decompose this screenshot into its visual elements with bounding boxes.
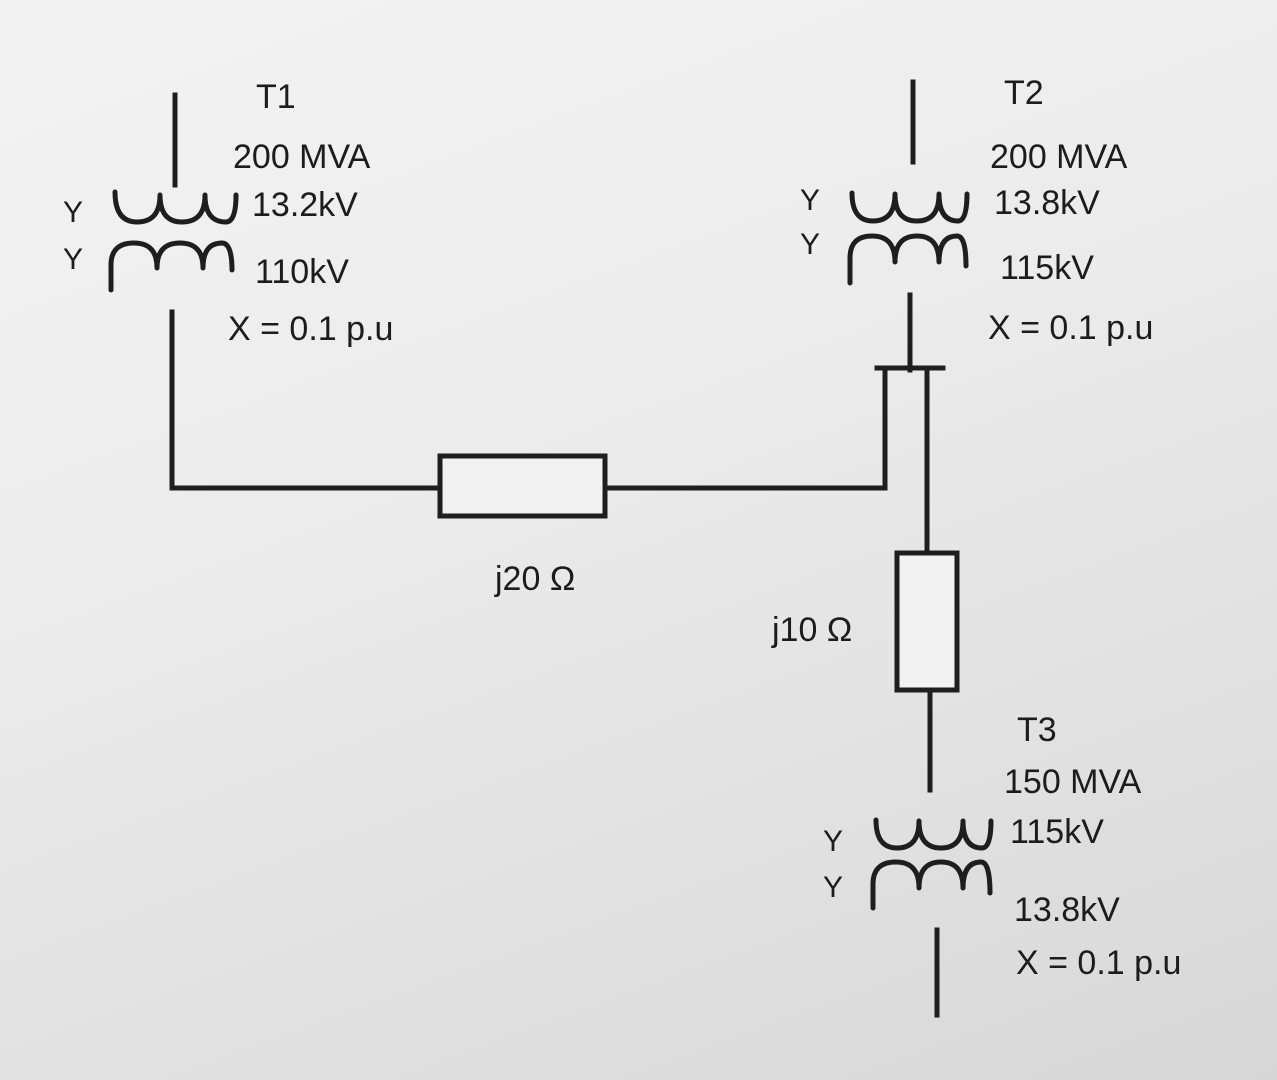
t2-rating: 200 MVA [990,138,1128,176]
t1-rating: 200 MVA [233,138,371,176]
t1-primary-connection: Y [63,196,84,229]
t2-primary-connection: Y [800,184,821,217]
t3-primary-winding-icon [873,817,994,851]
j10-impedance-box [894,550,960,693]
t3-primary-connection: Y [823,825,844,858]
t2-secondary-winding-icon [847,233,969,286]
t1-name: T1 [256,78,296,116]
t3-secondary-winding-icon [870,859,993,911]
t2-name: T2 [1004,74,1044,112]
t2-reactance: X = 0.1 p.u [988,309,1154,347]
j20-impedance-label: j20 Ω [495,560,576,598]
t2-secondary-connection: Y [800,228,821,261]
t3-name: T3 [1017,711,1057,749]
t1-secondary-winding-icon [108,240,235,293]
t2-secondary-voltage: 115kV [1000,249,1094,287]
t2-primary-voltage: 13.8kV [994,184,1100,222]
t1-secondary-connection: Y [63,243,84,276]
t3-primary-voltage: 115kV [1010,813,1104,851]
t3-secondary-voltage: 13.8kV [1014,891,1120,929]
t1-primary-winding-icon [112,189,239,225]
t2-primary-winding-icon [849,190,970,224]
t3-rating: 150 MVA [1004,763,1142,801]
t3-secondary-connection: Y [823,871,844,904]
j20-impedance-box [437,453,608,519]
t3-reactance: X = 0.1 p.u [1016,944,1182,982]
t1-reactance: X = 0.1 p.u [228,310,394,348]
t1-secondary-voltage: 110kV [255,253,349,291]
t1-primary-voltage: 13.2kV [252,186,358,224]
j10-impedance-label: j10 Ω [772,611,853,649]
